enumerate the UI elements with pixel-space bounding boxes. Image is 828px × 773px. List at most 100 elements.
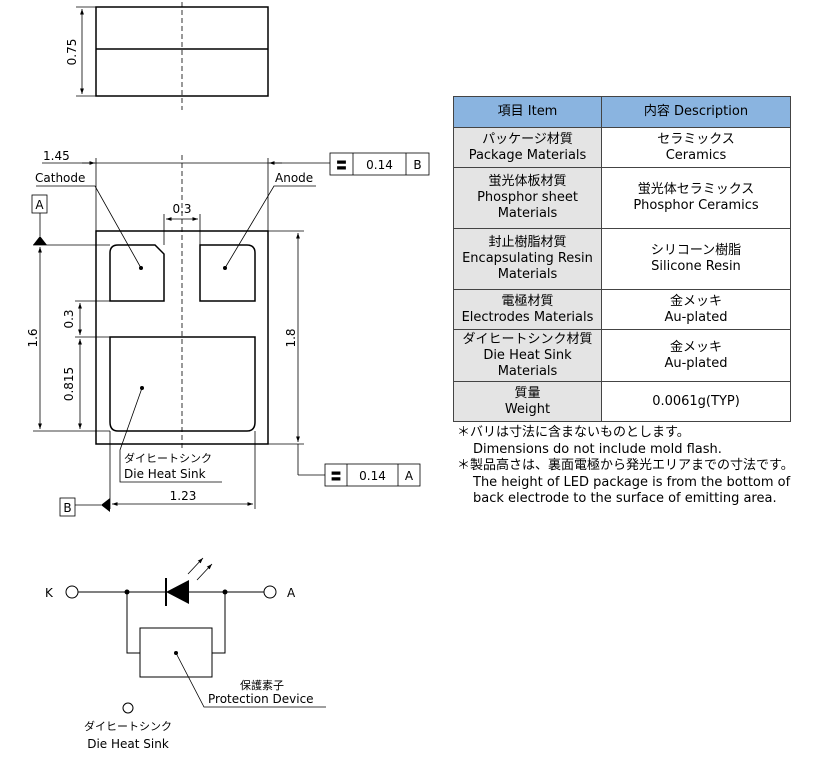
- anode-pad: [199, 244, 256, 302]
- cell-line: Ceramics: [665, 147, 727, 163]
- cell-line: Encapsulating Resin: [462, 251, 593, 266]
- cell-line: 蛍光体セラミックス: [637, 182, 755, 197]
- cell-line: セラミックス: [657, 131, 735, 147]
- cell-line: Au-plated: [664, 355, 728, 371]
- table-header-description: 内容 Description: [601, 96, 791, 128]
- cell-line: パッケージ材質: [482, 131, 573, 147]
- cathode-leader: [36, 185, 142, 269]
- table-cell-description: 蛍光体セラミックス Phosphor Ceramics: [601, 167, 791, 229]
- emission-arrow-2: [196, 563, 213, 581]
- datum-b-label: B: [63, 501, 71, 515]
- table-cell-item: 質量 Weight: [453, 381, 602, 422]
- cell-line: Weight: [504, 401, 551, 417]
- heat-sink-terminal: [122, 702, 134, 714]
- tolerance-b-datum: B: [413, 158, 421, 172]
- cell-line: ダイヒートシンク材質: [462, 331, 593, 347]
- cell-line: Silicone Resin: [651, 259, 741, 274]
- note-line: The height of LED package is from the bo…: [473, 474, 791, 490]
- tolerance-frame-a: 〓 0.14 A: [324, 463, 421, 487]
- terminal-a: [263, 585, 277, 599]
- pad-height-dimension: 0.3: [62, 309, 76, 328]
- tolerance-b-value: 0.14: [366, 158, 393, 172]
- table-cell-item: 封止樹脂材質 Encapsulating Resin Materials: [453, 228, 602, 290]
- cell-line: Die Heat Sink: [483, 347, 572, 363]
- table-cell-description: セラミックス Ceramics: [601, 127, 791, 168]
- cell-line: 0.0061g(TYP): [652, 393, 740, 409]
- table-cell-item: パッケージ材質 Package Materials: [453, 127, 602, 168]
- table-cell-description: 0.0061g(TYP): [601, 381, 791, 422]
- thickness-dimension: 0.75: [65, 39, 79, 66]
- protection-device-label-en: Protection Device: [208, 692, 314, 706]
- cell-line: Package Materials: [468, 147, 587, 163]
- cell-line: Materials: [497, 206, 558, 221]
- table-cell-item: ダイヒートシンク材質 Die Heat Sink Materials: [453, 329, 602, 382]
- datum-b-triangle: [101, 498, 110, 512]
- protection-device-leader: [175, 652, 326, 708]
- datum-a-label: A: [35, 198, 44, 212]
- cell-line: Materials: [497, 267, 558, 282]
- led-diode-symbol: [166, 580, 189, 604]
- table-row: パッケージ材質 Package Materials セラミックス Ceramic…: [453, 127, 791, 168]
- note-line: ＊製品高さは、裏面電極から発光エリアまでの寸法です。: [457, 458, 794, 473]
- anode-leader: [224, 185, 316, 269]
- tolerance-b-symbol: 〓: [336, 159, 347, 172]
- note-line: ＊バリは寸法に含まないものとします。: [457, 425, 690, 440]
- protection-device-label-jp: 保護素子: [240, 678, 284, 692]
- table-row: 質量 Weight 0.0061g(TYP): [453, 381, 791, 422]
- circuit-heat-sink-label-en: Die Heat Sink: [87, 737, 169, 751]
- tolerance-a-value: 0.14: [359, 469, 386, 483]
- top-view: 1.45 Cathode Anode 0.3 A 1.6 0.3 0.815 1…: [26, 149, 330, 517]
- heat-sink-label-jp: ダイヒートシンク: [124, 451, 212, 465]
- circuit-diagram: K A 保護素子 Protection Device ダイヒートシンク Die …: [45, 557, 326, 751]
- tolerance-a-datum: A: [405, 469, 414, 483]
- height-dimension: 1.6: [26, 328, 40, 347]
- cell-line: 封止樹脂材質: [488, 235, 567, 250]
- datum-a-triangle: [33, 236, 47, 245]
- materials-table: 項目 Item 内容 Description パッケージ材質 Package M…: [453, 96, 791, 422]
- cell-line: Phosphor sheet: [477, 190, 578, 205]
- cell-line: 電極材質: [501, 293, 554, 309]
- table-cell-description: 金メッキ Au-plated: [601, 329, 791, 382]
- heat-sink-pad: [109, 336, 256, 432]
- heat-sink-width-dimension: 1.23: [170, 489, 197, 503]
- wire-protection-branch: [126, 592, 140, 654]
- emission-arrow-1: [187, 557, 204, 575]
- cell-line: 金メッキ: [669, 293, 722, 309]
- circuit-heat-sink-label-jp: ダイヒートシンク: [84, 719, 172, 733]
- wire-protection-branch-right: [212, 592, 226, 654]
- tolerance-a-symbol: 〓: [331, 470, 342, 483]
- table-header-item: 項目 Item: [453, 96, 602, 128]
- cell-line: シリコーン樹脂: [650, 243, 742, 258]
- gap-dimension: 0.3: [172, 202, 191, 216]
- cell-line: Au-plated: [664, 309, 728, 325]
- table-row: 蛍光体板材質 Phosphor sheet Materials 蛍光体セラミック…: [453, 167, 791, 229]
- table-row: 封止樹脂材質 Encapsulating Resin Materials シリコ…: [453, 228, 791, 290]
- anode-label: Anode: [275, 171, 313, 185]
- heat-sink-label-en: Die Heat Sink: [124, 467, 206, 481]
- cell-line: Phosphor Ceramics: [633, 198, 759, 213]
- width-dimension: 1.45: [43, 149, 70, 163]
- datum-a-box: [31, 194, 48, 214]
- cathode-pad: [109, 244, 165, 302]
- terminal-a-label: A: [287, 586, 296, 600]
- heat-sink-leader: [119, 387, 222, 483]
- terminal-k: [65, 585, 79, 599]
- cell-line: 蛍光体板材質: [488, 174, 567, 189]
- cell-line: 金メッキ: [669, 339, 722, 355]
- cell-line: 質量: [514, 385, 541, 401]
- tolerance-frame-b: 〓 0.14 B: [329, 152, 430, 176]
- body-height-dimension: 1.8: [284, 328, 298, 347]
- cell-line: Electrodes Materials: [461, 309, 594, 325]
- side-view: 0.75: [65, 2, 269, 110]
- heat-sink-height-dimension: 0.815: [62, 367, 76, 401]
- datum-b-box: [59, 497, 76, 517]
- cathode-label: Cathode: [35, 171, 85, 185]
- table-row: ダイヒートシンク材質 Die Heat Sink Materials 金メッキ …: [453, 329, 791, 382]
- terminal-k-label: K: [45, 586, 54, 600]
- table-row: 電極材質 Electrodes Materials 金メッキ Au-plated: [453, 289, 791, 330]
- table-cell-description: シリコーン樹脂 Silicone Resin: [601, 228, 791, 290]
- notes: ＊バリは寸法に含まないものとします。 Dimensions do not inc…: [457, 425, 794, 508]
- note-line: Dimensions do not include mold flash.: [473, 441, 722, 457]
- note-line: back electrode to the surface of emittin…: [473, 491, 777, 506]
